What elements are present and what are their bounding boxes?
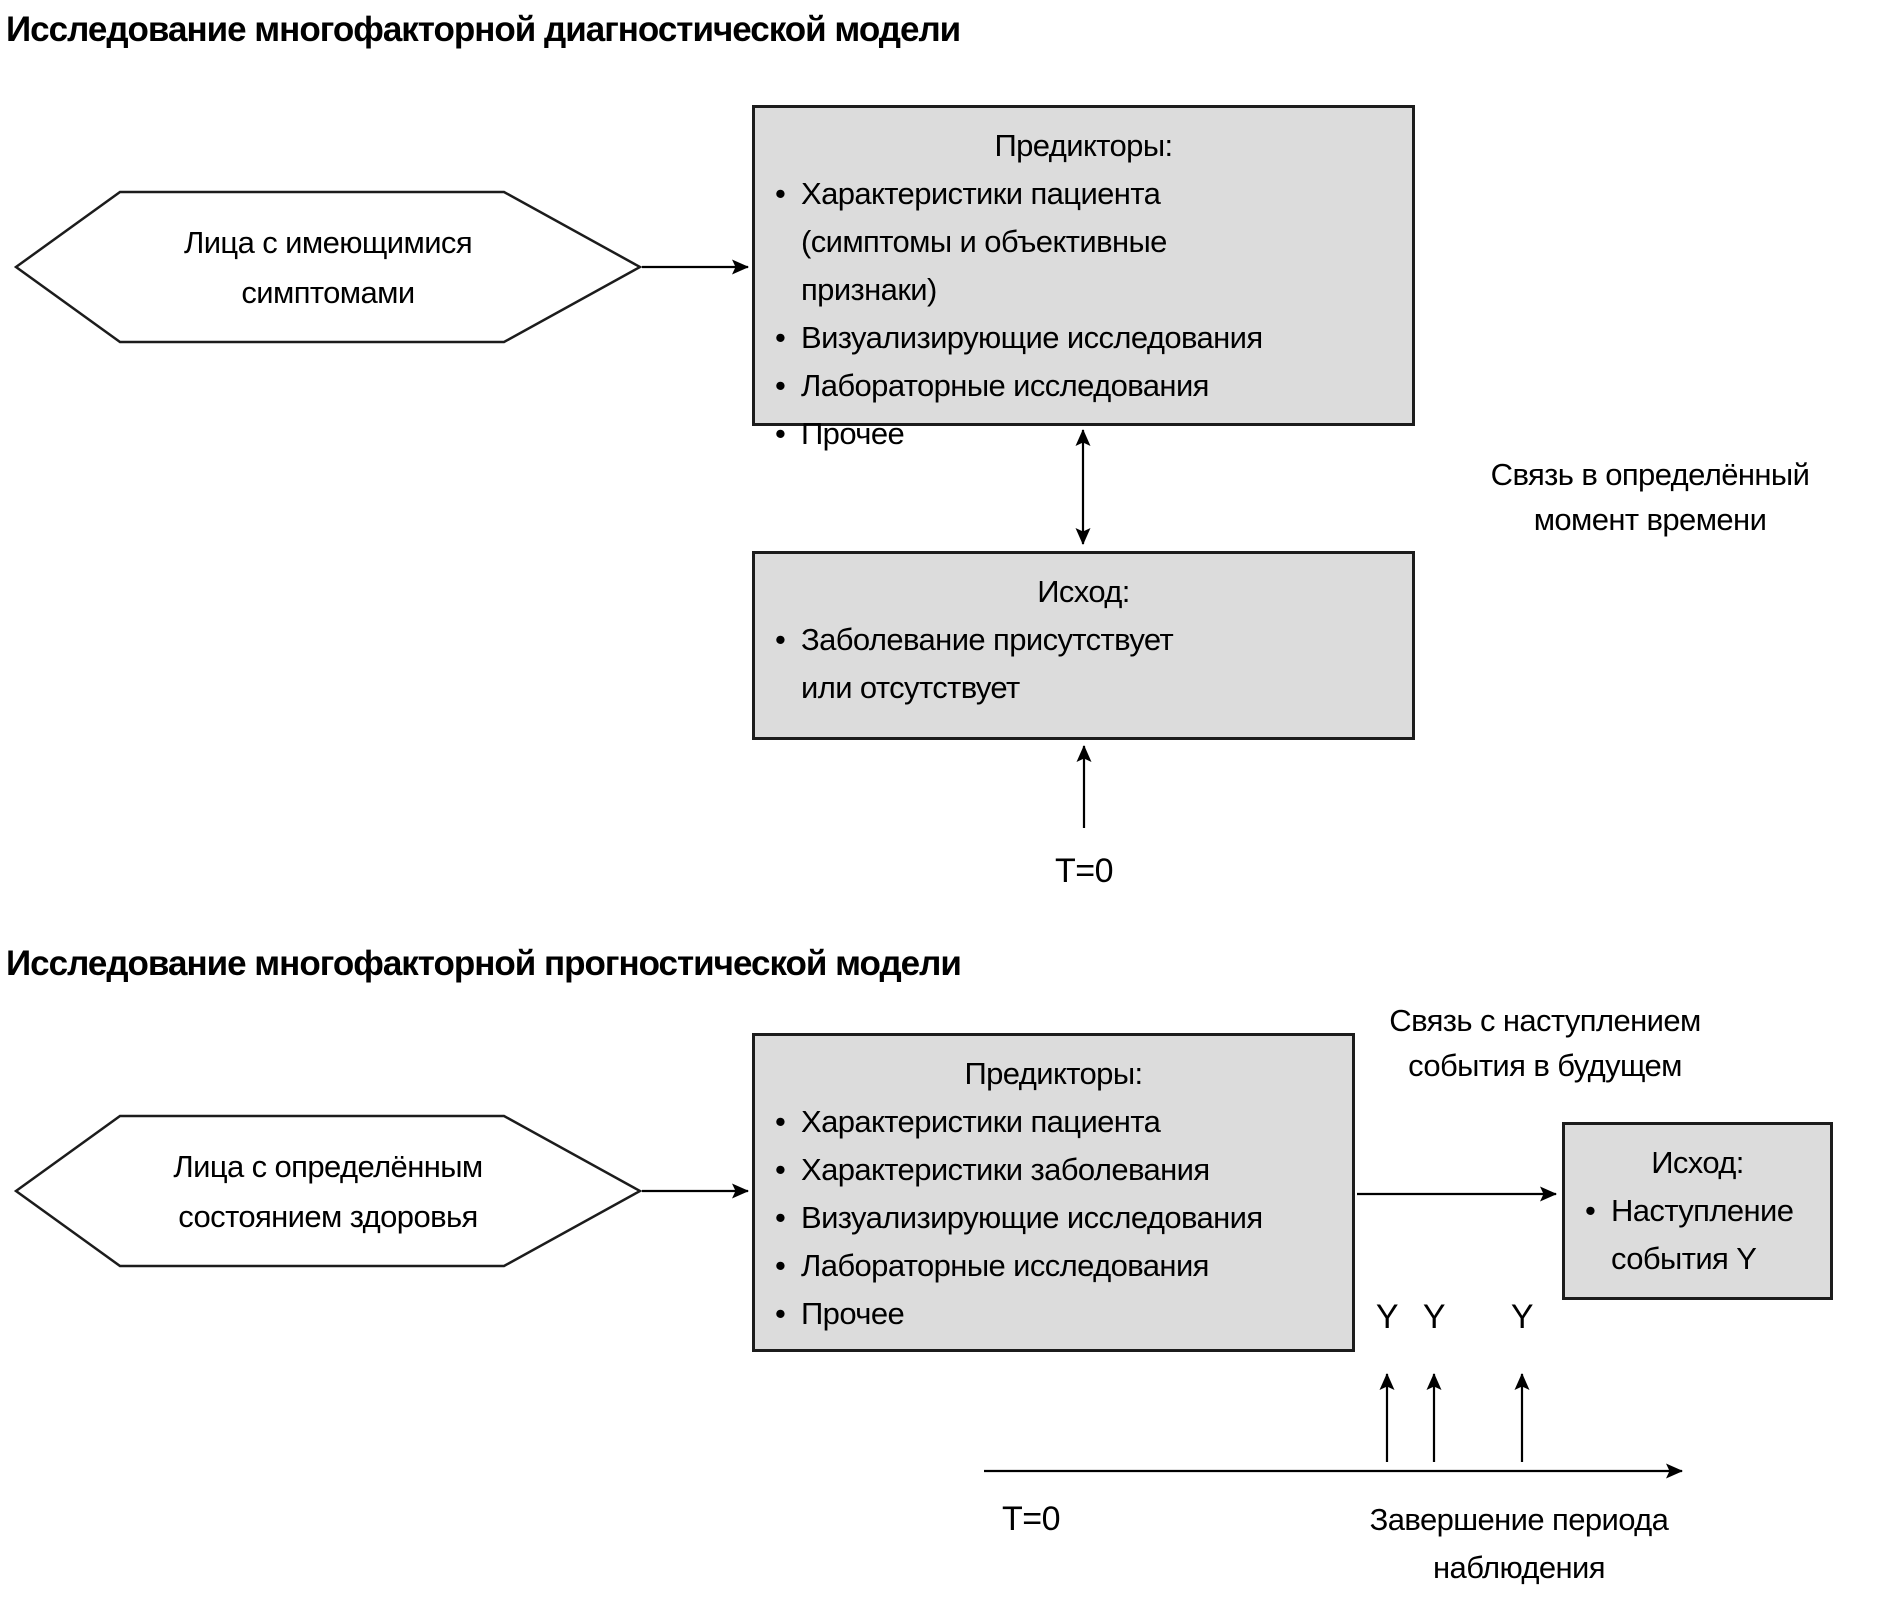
predictors-box-prognostic: Предикторы: Характеристики пациента Хара… xyxy=(752,1033,1355,1352)
predictors-box-diagnostic: Предикторы: Характеристики пациента (сим… xyxy=(752,105,1415,458)
observation-period-end-label: Завершение периода наблюдения xyxy=(1369,1502,1669,1585)
list-item: Лабораторные исследования xyxy=(775,1242,1342,1290)
event-y-label-1: Y xyxy=(1375,1298,1399,1336)
time-zero-label-diagnostic: T=0 xyxy=(1054,852,1114,890)
list-item: Наступление события Y xyxy=(1585,1187,1820,1283)
list-item: Характеристики пациента xyxy=(775,1098,1342,1146)
predictors-box-title: Предикторы: xyxy=(964,1056,1143,1091)
link-label-prognostic: Связь с наступлением события в будущем xyxy=(1389,1003,1701,1083)
outcome-box-diagnostic: Исход: Заболевание присутствует или отсу… xyxy=(752,551,1415,740)
list-item: Заболевание присутствует или отсутствует xyxy=(775,616,1201,712)
list-item: Прочее xyxy=(775,410,1402,458)
outcome-box-prognostic: Исход: Наступление события Y xyxy=(1562,1122,1833,1300)
time-zero-label-prognostic: T=0 xyxy=(1001,1500,1061,1538)
population-hexagon-prognostic xyxy=(13,1114,643,1268)
predictors-list-prognostic: Характеристики пациента Характеристики з… xyxy=(755,1098,1352,1338)
list-item: Визуализирующие исследования xyxy=(775,1194,1342,1242)
population-label-prognostic: Лица с определённым состоянием здоровья xyxy=(173,1149,483,1234)
event-y-label-3: Y xyxy=(1510,1298,1534,1336)
population-hexagon-diagnostic xyxy=(13,190,643,344)
outcome-list-diagnostic: Заболевание присутствует или отсутствует xyxy=(755,616,1412,712)
link-label-diagnostic: Связь в определённый момент времени xyxy=(1490,457,1810,537)
list-item: Прочее xyxy=(775,1290,1342,1338)
predictors-list-diagnostic: Характеристики пациента (симптомы и объе… xyxy=(755,170,1412,458)
list-item: Визуализирующие исследования xyxy=(775,314,1402,362)
outcome-box-title: Исход: xyxy=(1037,574,1130,609)
section-title-diagnostic: Исследование многофакторной диагностичес… xyxy=(6,10,961,49)
outcome-box-title: Исход: xyxy=(1651,1145,1744,1180)
list-item: Характеристики пациента (симптомы и объе… xyxy=(775,170,1306,314)
predictors-box-title: Предикторы: xyxy=(994,128,1173,163)
event-y-label-2: Y xyxy=(1422,1298,1446,1336)
population-label-diagnostic: Лица с имеющимися симптомами xyxy=(183,225,473,310)
list-item: Лабораторные исследования xyxy=(775,362,1402,410)
section-title-prognostic: Исследование многофакторной прогностичес… xyxy=(6,944,962,983)
outcome-list-prognostic: Наступление события Y xyxy=(1565,1187,1830,1283)
list-item: Характеристики заболевания xyxy=(775,1146,1342,1194)
